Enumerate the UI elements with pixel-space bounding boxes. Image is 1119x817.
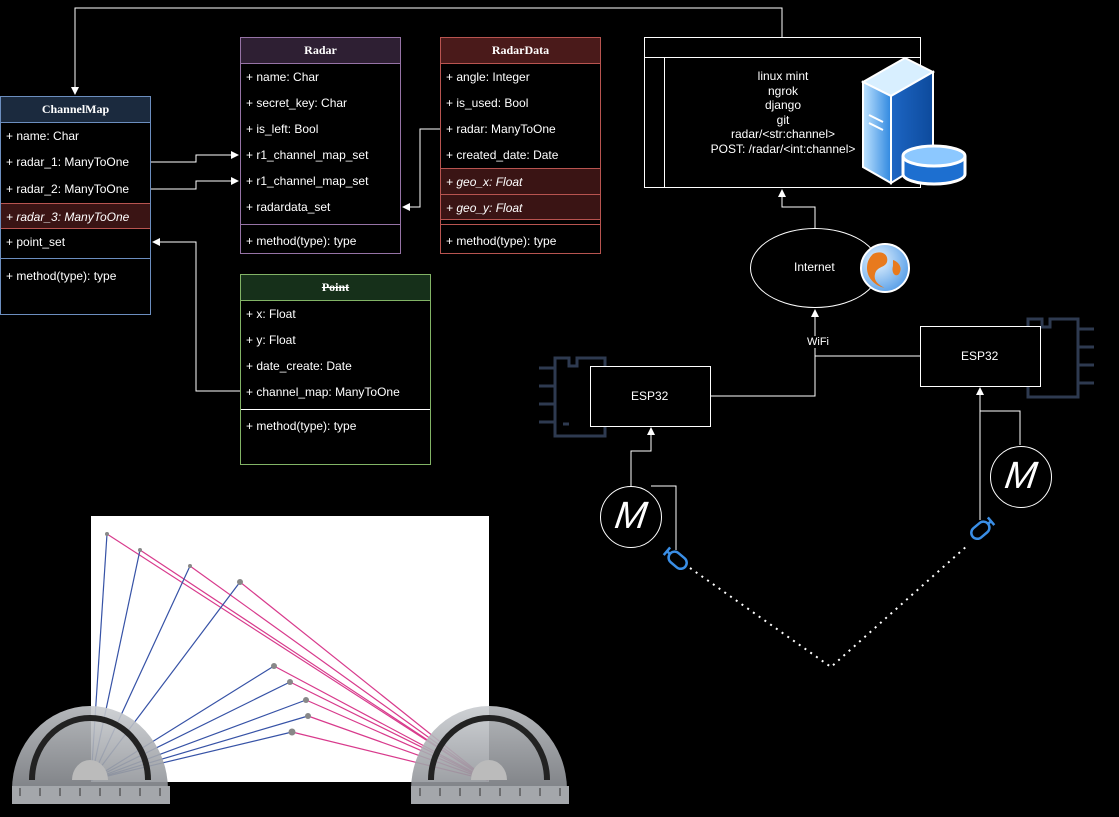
radardata-title: RadarData xyxy=(441,38,600,64)
esp32-right-label: ESP32 xyxy=(961,349,999,363)
radardata-field: + radar: ManyToOne xyxy=(446,122,556,136)
connector-radardata xyxy=(402,128,440,211)
point-field: + x: Float xyxy=(246,307,296,321)
internet-label: Internet xyxy=(794,260,835,274)
radar-field: + is_left: Bool xyxy=(246,122,319,136)
channelmap-title: ChannelMap xyxy=(1,97,150,123)
connector-motor-right xyxy=(976,387,1021,445)
wifi-label: WiFi xyxy=(805,336,831,348)
server-line: linux mint xyxy=(757,69,809,83)
divider xyxy=(441,224,600,225)
divider xyxy=(241,409,430,410)
radar-field: + name: Char xyxy=(246,70,320,84)
protractor-image xyxy=(12,516,569,804)
internet-cloud[interactable] xyxy=(750,228,880,308)
motor-symbol: M xyxy=(1002,455,1040,497)
connector-radar1 xyxy=(151,151,239,163)
server-side-rule xyxy=(645,57,665,187)
radardata-field: + is_used: Bool xyxy=(446,96,529,110)
sensor-beam xyxy=(689,544,969,669)
motor-symbol: M xyxy=(612,495,650,537)
channelmap-method: + method(type): type xyxy=(6,269,117,283)
channelmap-field: + radar_2: ManyToOne xyxy=(6,182,130,196)
server-line: git xyxy=(776,112,790,127)
radar-class[interactable]: Radar + name: Char + secret_key: Char + … xyxy=(240,37,401,254)
protractor-left xyxy=(12,706,170,804)
motor-icon[interactable]: M xyxy=(990,446,1052,508)
esp32-right[interactable]: ESP32 xyxy=(920,326,1041,387)
point-class[interactable]: Point + x: Float + y: Float + date_creat… xyxy=(240,274,431,465)
protractor-right xyxy=(411,706,569,804)
radar-title: Radar xyxy=(241,38,400,64)
database-icon xyxy=(901,144,967,186)
connector-esp-left xyxy=(711,309,819,397)
channelmap-field: + name: Char xyxy=(6,129,80,143)
esp32-left[interactable]: ESP32 xyxy=(590,366,711,427)
server-line: POST: /radar/<int:channel> xyxy=(710,141,856,156)
server-header xyxy=(645,38,920,58)
server-line: ngrok xyxy=(767,83,799,98)
server-line: radar/<str:channel> xyxy=(730,127,836,141)
radar-method: + method(type): type xyxy=(246,234,357,248)
connector-internet-server xyxy=(778,189,816,228)
radar-field: + r1_channel_map_set xyxy=(246,174,369,188)
point-title: Point xyxy=(241,275,430,301)
radar-field: + r1_channel_map_set xyxy=(246,148,369,162)
channelmap-field: + radar_1: ManyToOne xyxy=(6,155,130,169)
ultrasonic-sensor-icon xyxy=(970,516,996,541)
connector-sensor-left xyxy=(651,485,677,550)
channelmap-class[interactable]: ChannelMap + name: Char + radar_1: ManyT… xyxy=(0,96,151,315)
radardata-class[interactable]: RadarData + angle: Integer + is_used: Bo… xyxy=(440,37,601,254)
radardata-method: + method(type): type xyxy=(446,234,557,248)
connector-motor-left xyxy=(630,427,655,486)
esp32-left-label: ESP32 xyxy=(631,389,669,403)
radardata-field: + created_date: Date xyxy=(446,148,559,162)
divider xyxy=(1,258,150,259)
point-field: + y: Float xyxy=(246,333,296,347)
connector-server-channelmap xyxy=(71,7,783,95)
radar-field: + secret_key: Char xyxy=(246,96,348,110)
server-line: django xyxy=(764,98,802,112)
radardata-field: + geo_y: Float xyxy=(441,194,600,220)
server-text: linux mint ngrok django git radar/<str:c… xyxy=(685,69,881,156)
point-field: + channel_map: ManyToOne xyxy=(246,385,400,399)
radar-field: + radardata_set xyxy=(246,200,331,214)
ultrasonic-sensor-icon xyxy=(662,546,688,571)
radardata-field: + geo_x: Float xyxy=(441,168,600,194)
divider xyxy=(241,224,400,225)
radardata-field: + angle: Integer xyxy=(446,70,530,84)
point-method: + method(type): type xyxy=(246,419,357,433)
channelmap-field: + radar_3: ManyToOne xyxy=(1,203,150,229)
globe-icon xyxy=(860,243,910,293)
point-field: + date_create: Date xyxy=(246,359,352,373)
connector-point xyxy=(152,238,240,392)
channelmap-field: + point_set xyxy=(6,235,66,249)
connector-radar2 xyxy=(151,177,239,190)
motor-icon[interactable]: M xyxy=(600,486,662,548)
